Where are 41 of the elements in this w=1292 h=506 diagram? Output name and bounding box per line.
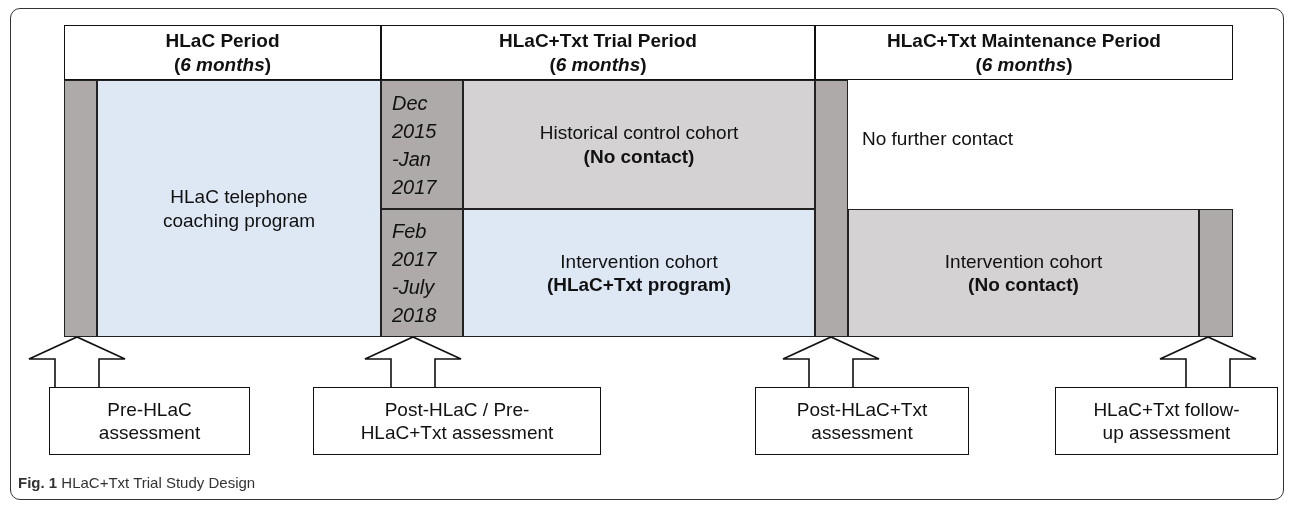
cohort-note: (No contact)	[583, 144, 695, 168]
block-arrow	[1159, 336, 1257, 388]
assessment-label: Pre-HLaC assessment	[97, 397, 202, 445]
period-title: HLaC+Txt Trial Period	[499, 29, 697, 53]
assessment-label: Post-HLaC / Pre-HLaC+Txt assessment	[359, 397, 555, 445]
block-arrow	[28, 336, 126, 388]
cohort-box	[463, 80, 815, 209]
assessment-box	[755, 387, 969, 455]
date-range-box	[381, 209, 463, 337]
period-duration: (6 months)	[549, 52, 647, 76]
period-title: HLaC+Txt Maintenance Period	[887, 29, 1161, 53]
assessment-box	[1055, 387, 1278, 455]
period-header	[64, 25, 381, 80]
cohort-note: (No contact)	[968, 273, 1079, 297]
figure-caption: Fig. 1 HLaC+Txt Trial Study Design	[18, 474, 256, 491]
assessment-box	[313, 387, 601, 455]
assessment-label: Post-HLaC+Txt assessment	[795, 397, 929, 445]
period-header	[381, 25, 815, 80]
period-duration: (6 months)	[975, 52, 1073, 76]
date-range-box	[381, 80, 463, 209]
period-duration: (6 months)	[173, 52, 272, 76]
program-box	[97, 80, 381, 337]
period-header	[815, 25, 1233, 80]
program-note: (HLaC+Txt program)	[546, 273, 732, 297]
assessment-bar	[1199, 209, 1233, 337]
cohort-label: Historical control cohort	[539, 121, 739, 145]
program-label: Intervention cohort	[560, 249, 718, 273]
assessment-label: HLaC+Txt follow-up assessment	[1092, 397, 1241, 445]
assessment-box	[49, 387, 250, 455]
period-title: HLaC Period	[165, 29, 280, 53]
note-text: No further contact	[862, 128, 1014, 150]
cohort-label: Intervention cohort	[944, 249, 1103, 273]
assessment-bar	[64, 80, 97, 337]
block-arrow	[782, 336, 880, 388]
date-range: Dec 2015 -Jan 2017	[392, 90, 438, 200]
block-arrow	[364, 336, 462, 388]
program-label: HLaC telephone coaching program	[161, 185, 317, 232]
program-box	[463, 209, 815, 337]
date-range: Feb 2017 -July 2018	[392, 219, 438, 328]
assessment-bar	[815, 80, 848, 337]
cohort-box	[848, 209, 1199, 337]
